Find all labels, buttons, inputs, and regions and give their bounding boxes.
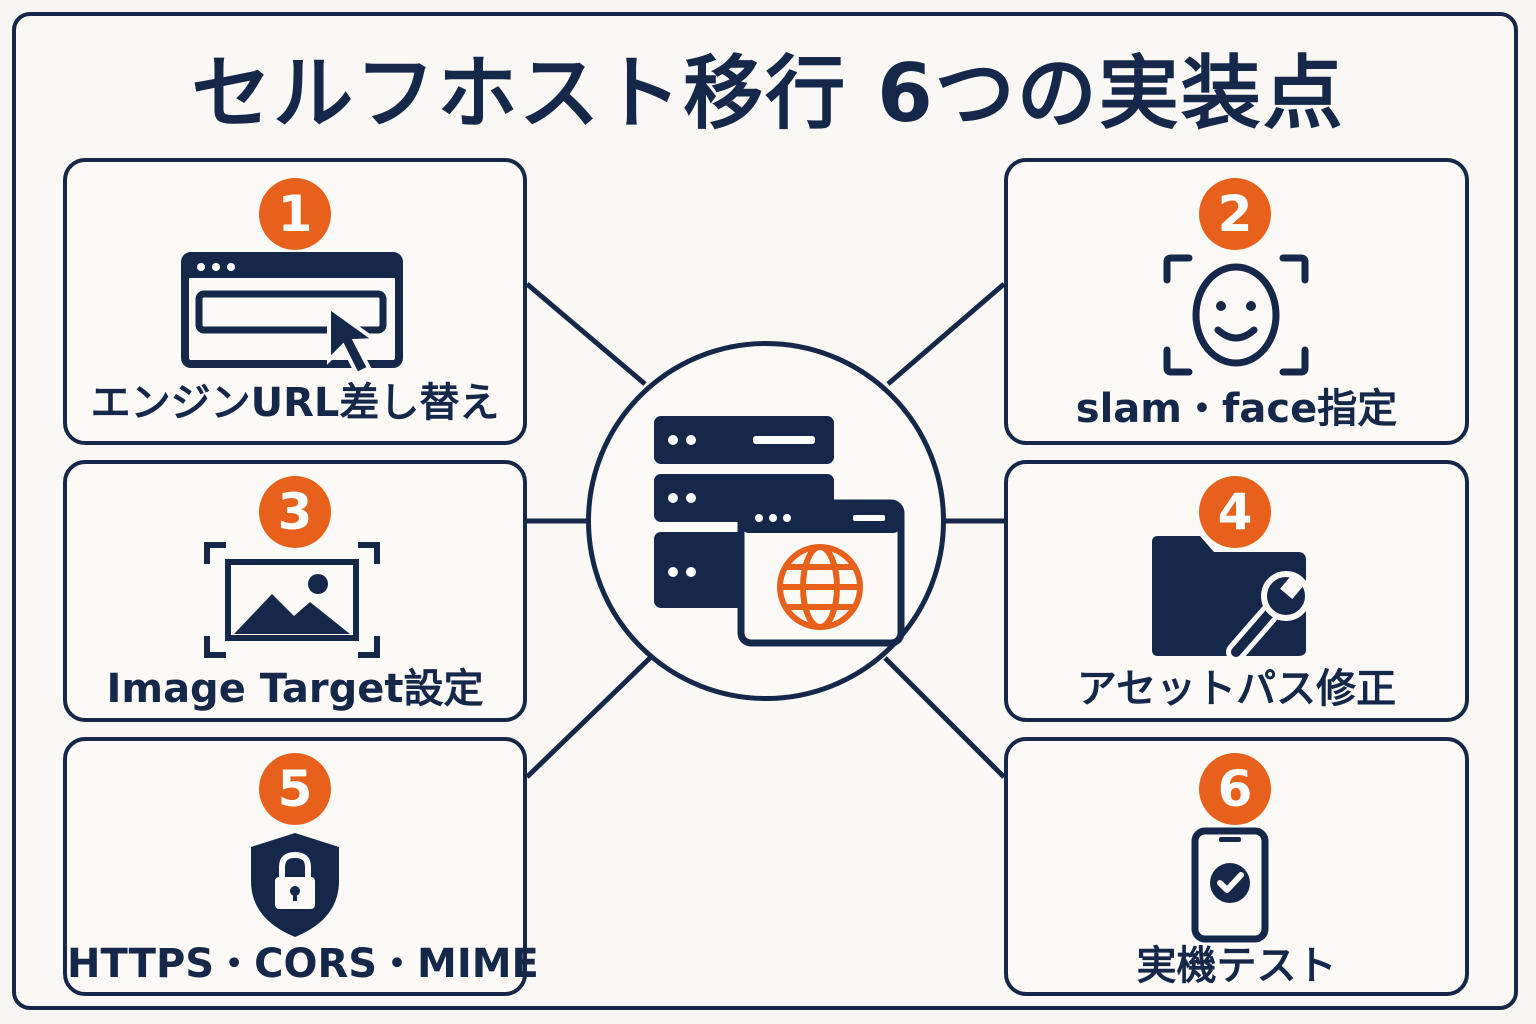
step-card-6: 6 実機テスト (1004, 737, 1469, 996)
step-label-2: slam・face指定 (1075, 386, 1398, 432)
step-badge-6: 6 (1199, 753, 1271, 825)
step-card-5: 5 HTTPS・CORS・MIME (63, 737, 539, 996)
step-label-3: Image Target設定 (106, 666, 484, 712)
step-card-2: 2 slam・face指定 (1004, 158, 1469, 445)
step-badge-4: 4 (1199, 476, 1271, 548)
step-badge-2: 2 (1199, 178, 1271, 250)
connector-6 (883, 656, 1006, 779)
step-card-3: 3 Image Target設定 (63, 460, 527, 722)
connector-5 (525, 656, 652, 779)
image-target-icon (204, 542, 380, 658)
step-card-4: 4 アセットパス修正 (1004, 460, 1469, 722)
step-badge-3: 3 (259, 476, 331, 548)
connector-1 (525, 282, 647, 386)
step-card-1: 1 エンジンURL差し替え (63, 158, 527, 445)
server-web-globe-icon (654, 416, 905, 647)
step-label-1: エンジンURL差し替え (90, 380, 500, 426)
step-label-5: HTTPS・CORS・MIME (67, 941, 539, 987)
step-label-4: アセットパス修正 (1076, 666, 1397, 712)
browser-cursor-icon (181, 252, 403, 377)
connector-2 (886, 282, 1006, 386)
step-badge-5: 5 (259, 753, 331, 825)
shield-lock-icon (251, 833, 339, 937)
step-badge-1: 1 (259, 178, 331, 250)
phone-check-icon (1191, 827, 1269, 943)
hub-circle (586, 341, 946, 701)
face-scan-icon (1163, 254, 1309, 376)
folder-wrench-icon (1152, 536, 1311, 662)
diagram-title: セルフホスト移行 6つの実装点 (191, 47, 1345, 140)
step-label-6: 実機テスト (1136, 943, 1337, 989)
